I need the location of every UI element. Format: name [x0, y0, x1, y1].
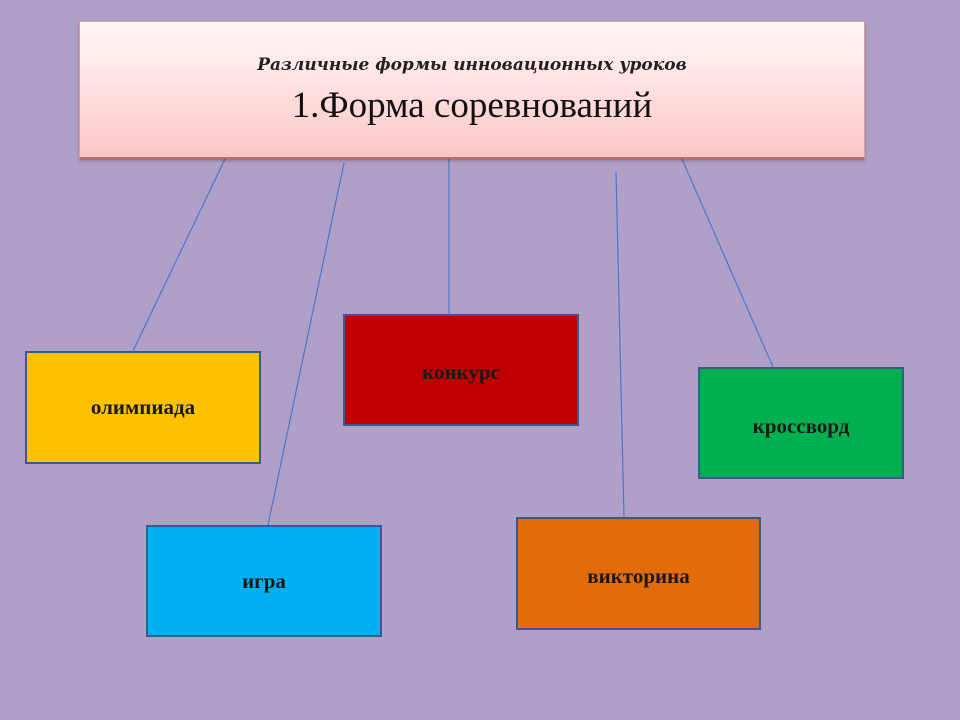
- node-quiz-label: викторина: [587, 564, 690, 588]
- node-contest-label: конкурс: [422, 360, 500, 384]
- slide-title: 1.Форма соревнований: [291, 85, 653, 126]
- slide-subtitle: Различные формы инновационных уроков: [257, 55, 687, 75]
- connector-quiz: [615, 171, 625, 518]
- node-olympiad: олимпиада: [25, 351, 261, 464]
- connector-game: [267, 162, 345, 526]
- node-quiz: викторина: [516, 517, 761, 630]
- node-crossword-label: кроссворд: [752, 414, 850, 438]
- node-crossword: кроссворд: [698, 367, 904, 479]
- node-olympiad-label: олимпиада: [90, 395, 196, 419]
- connector-crossword: [681, 158, 774, 368]
- node-game-label: игра: [242, 568, 286, 593]
- title-box: Различные формы инновационных уроков 1.Ф…: [79, 21, 865, 159]
- node-contest: конкурс: [343, 314, 579, 426]
- connector-olympiad: [132, 158, 226, 352]
- node-game: игра: [146, 525, 382, 637]
